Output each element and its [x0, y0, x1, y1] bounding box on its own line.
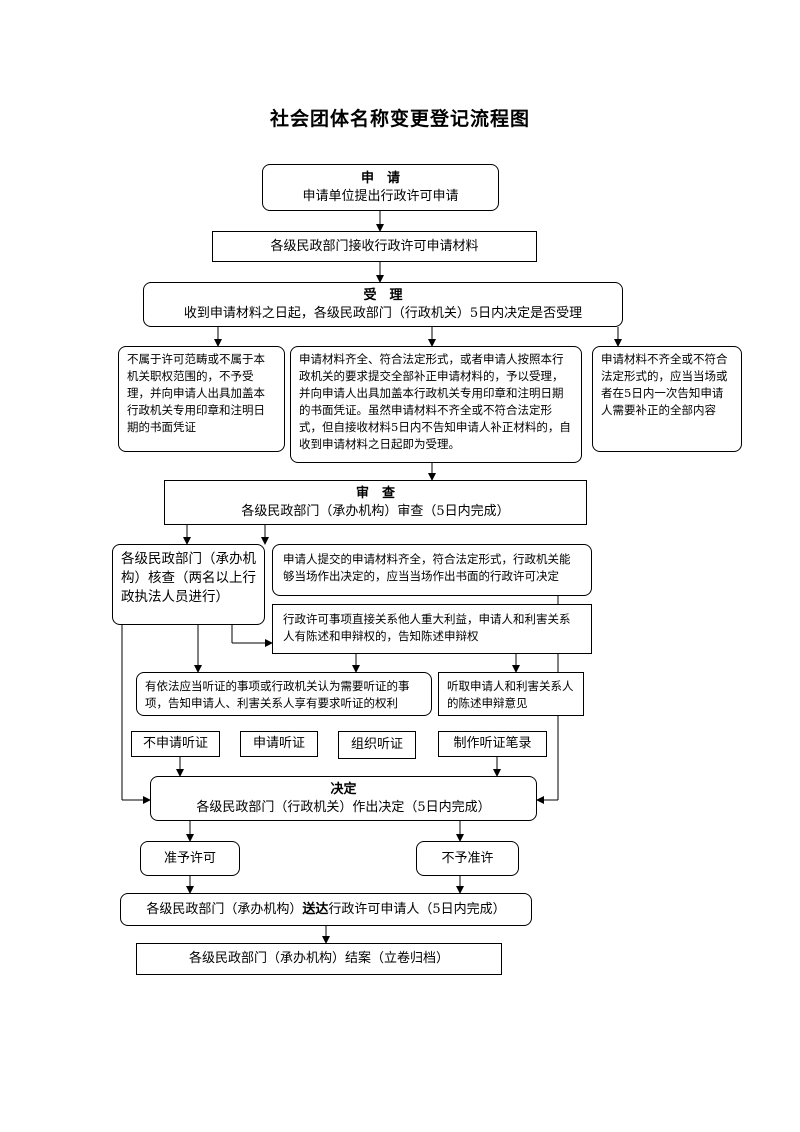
branch-right-box: 申请材料不齐全或不符合法定形式的，应当当场或者在5日内一次告知申请人需要补正的全… [592, 346, 742, 452]
apply-box: 申 请 申请单位提出行政许可申请 [262, 164, 499, 211]
branch-left-text: 不属于许可范畴或不属于本机关职权范围的，不予受理，并向申请人出具加盖本行政机关专… [127, 352, 265, 434]
archive-box: 各级民政部门（承办机构）结案（立卷归档） [136, 943, 502, 975]
apply-text: 申请单位提出行政许可申请 [302, 188, 459, 204]
hearing-notice-box: 有依法应当听证的事项或行政机关认为需要听证的事项，告知申请人、利害关系人享有要求… [136, 672, 432, 716]
decision-text: 各级民政部门（行政机关）作出决定（5日内完成） [196, 799, 491, 815]
interest-box: 行政许可事项直接关系他人重大利益，申请人和利害关系人有陈述和申辩权的，告知陈述申… [272, 604, 592, 654]
review-heading: 审 查 [355, 485, 395, 501]
review-box: 审 查 各级民政部门（承办机构）审查（5日内完成） [164, 480, 587, 525]
verify-box: 各级民政部门（承办机构）核查（两名以上行政执法人员进行） [112, 544, 265, 625]
organize-hearing-text: 组织听证 [350, 737, 403, 752]
record-box: 制作听证笔录 [438, 731, 547, 757]
decision-box: 决定 各级民政部门（行政机关）作出决定（5日内完成） [150, 776, 537, 821]
deny-text: 不予准许 [441, 850, 494, 866]
deliver-suffix: 行政许可申请人（5日内完成） [328, 901, 506, 917]
receive-box: 各级民政部门接收行政许可申请材料 [212, 231, 537, 262]
onsite-text: 申请人提交的申请材料齐全，符合法定形式，行政机关能够当场作出决定的，应当当场作出… [283, 552, 571, 583]
branch-middle-box: 申请材料齐全、符合法定形式，或者申请人按照本行政机关的要求提交全部补正申请材料的… [290, 346, 582, 463]
deliver-prefix: 各级民政部门（承办机构） [146, 901, 303, 917]
apply-heading: 申 请 [360, 170, 400, 186]
deliver-box: 各级民政部门（承办机构）送达行政许可申请人（5日内完成） [120, 893, 532, 926]
listen-box: 听取申请人和利害关系人的陈述申辩意见 [438, 672, 584, 716]
organize-hearing-box: 组织听证 [338, 731, 416, 759]
review-text: 各级民政部门（承办机构）审查（5日内完成） [241, 503, 510, 519]
onsite-box: 申请人提交的申请材料齐全，符合法定形式，行政机关能够当场作出决定的，应当当场作出… [272, 544, 592, 596]
verify-text: 各级民政部门（承办机构）核查（两名以上行政执法人员进行） [121, 551, 256, 605]
branch-middle-text: 申请材料齐全、符合法定形式，或者申请人按照本行政机关的要求提交全部补正申请材料的… [299, 352, 571, 451]
request-hearing-box: 申请听证 [240, 731, 318, 757]
listen-text: 听取申请人和利害关系人的陈述申辩意见 [447, 679, 574, 710]
record-text: 制作听证笔录 [453, 736, 532, 751]
receive-text: 各级民政部门接收行政许可申请材料 [270, 238, 479, 254]
decision-heading: 决定 [330, 781, 357, 797]
archive-text: 各级民政部门（承办机构）结案（立卷归档） [188, 951, 449, 966]
request-hearing-text: 申请听证 [252, 736, 305, 751]
no-hearing-box: 不申请听证 [131, 731, 220, 757]
branch-right-text: 申请材料不齐全或不符合法定形式的，应当当场或者在5日内一次告知申请人需要补正的全… [601, 352, 728, 417]
approve-text: 准予许可 [163, 850, 216, 866]
page-title: 社会团体名称变更登记流程图 [269, 108, 530, 130]
accept-heading: 受 理 [363, 287, 403, 303]
deliver-strong: 送达 [302, 901, 329, 917]
interest-text: 行政许可事项直接关系他人重大利益，申请人和利害关系人有陈述和申辩权的，告知陈述申… [283, 612, 571, 643]
accept-text: 收到申请材料之日起，各级民政部门（行政机关）5日内决定是否受理 [183, 305, 583, 321]
approve-box: 准予许可 [140, 841, 240, 876]
no-hearing-text: 不申请听证 [142, 736, 208, 751]
deliver-line: 各级民政部门（承办机构）送达行政许可申请人（5日内完成） [146, 901, 505, 919]
accept-box: 受 理 收到申请材料之日起，各级民政部门（行政机关）5日内决定是否受理 [143, 282, 623, 327]
deny-box: 不予准许 [416, 841, 519, 876]
branch-left-box: 不属于许可范畴或不属于本机关职权范围的，不予受理，并向申请人出具加盖本行政机关专… [118, 346, 285, 452]
hearing-notice-text: 有依法应当听证的事项或行政机关认为需要听证的事项，告知申请人、利害关系人享有要求… [145, 679, 410, 710]
